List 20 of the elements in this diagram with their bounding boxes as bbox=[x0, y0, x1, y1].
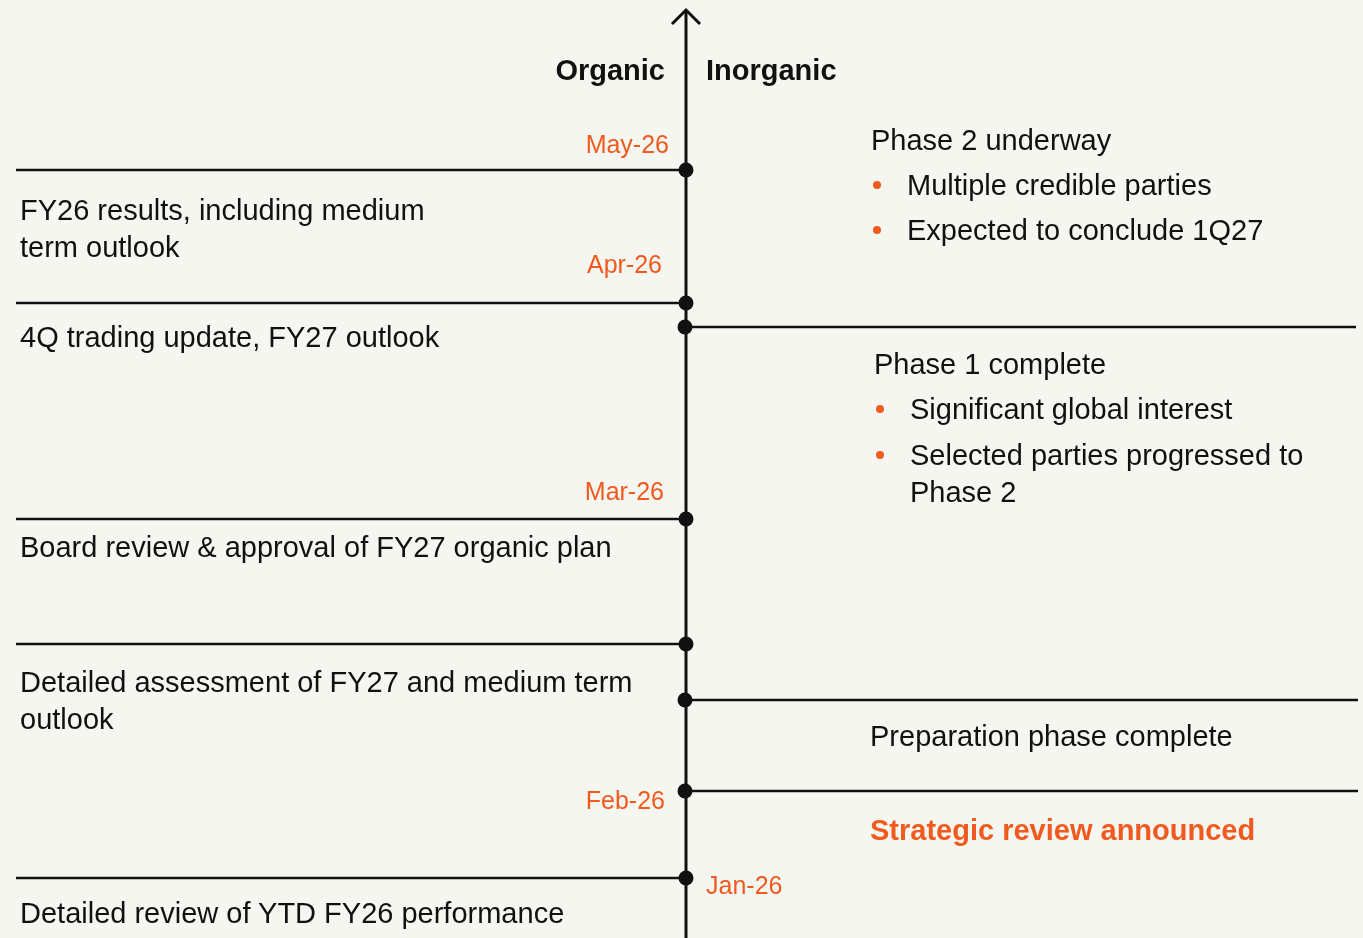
column-heading: Organic bbox=[555, 53, 665, 88]
bullet-text: Significant global interest bbox=[910, 392, 1233, 427]
milestone-text: Strategic review announced bbox=[870, 813, 1256, 848]
bullet-text: Multiple credible parties bbox=[907, 168, 1212, 203]
milestone-text: Board review & approval of FY27 organic plan bbox=[20, 530, 613, 565]
milestone-text: Detailed review of YTD FY26 performance bbox=[20, 896, 566, 931]
date-label: Apr-26 bbox=[586, 249, 662, 280]
milestone-text: Preparation phase complete bbox=[870, 719, 1233, 754]
date-label: May-26 bbox=[585, 129, 669, 160]
date-label: Jan-26 bbox=[706, 870, 783, 901]
milestone-text: Detailed assessment of FY27 and medium term outlook bbox=[20, 665, 634, 737]
date-label: Mar-26 bbox=[584, 476, 664, 507]
milestone-text: FY26 results, including medium term outlook bbox=[20, 193, 426, 265]
bullet-text: Selected parties progressed to Phase 2 bbox=[910, 438, 1305, 510]
milestone-title: Phase 2 underway bbox=[871, 123, 1112, 158]
column-heading: Inorganic bbox=[706, 53, 837, 88]
milestone-text: 4Q trading update, FY27 outlook bbox=[20, 320, 441, 355]
bullet-text: Expected to conclude 1Q27 bbox=[907, 213, 1264, 248]
date-label: Feb-26 bbox=[585, 785, 665, 816]
milestone-title: Phase 1 complete bbox=[874, 347, 1107, 382]
